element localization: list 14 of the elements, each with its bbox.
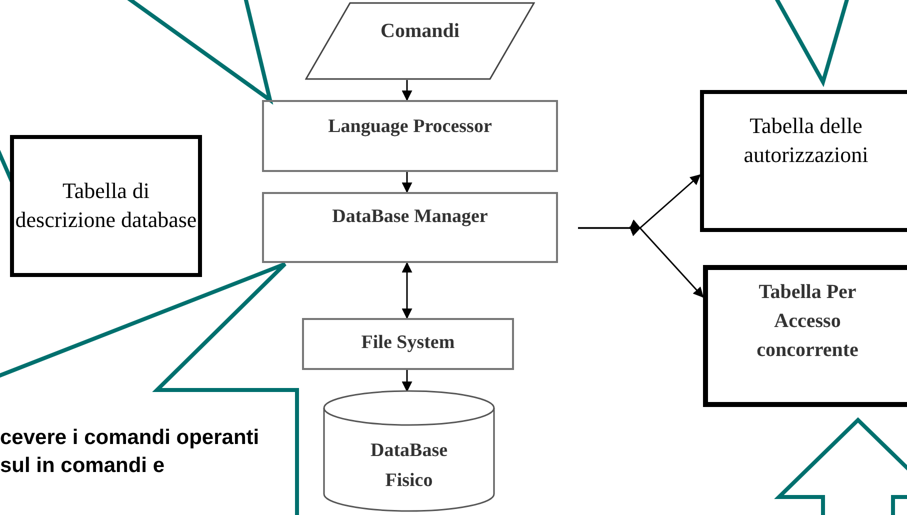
table-box: Tabella di descrizione database (10, 135, 202, 277)
arrow (402, 80, 412, 102)
arrow (402, 262, 412, 320)
process-box: DataBase Manager (262, 192, 558, 263)
database-cylinder: DataBase Fisico (323, 390, 495, 512)
input-parallelogram: Comandi (305, 2, 535, 80)
callout-text: cevere i comandi operanti sul in comandi e (0, 424, 292, 515)
arrow (402, 172, 412, 194)
table-box: Tabella delle autorizzazioni (700, 90, 907, 232)
process-box: Language Processor (262, 100, 558, 172)
table-box: Tabella Per Accesso concorrente (703, 265, 907, 407)
arrow (578, 220, 704, 298)
process-box: File System (302, 318, 514, 370)
arrow (402, 370, 412, 392)
